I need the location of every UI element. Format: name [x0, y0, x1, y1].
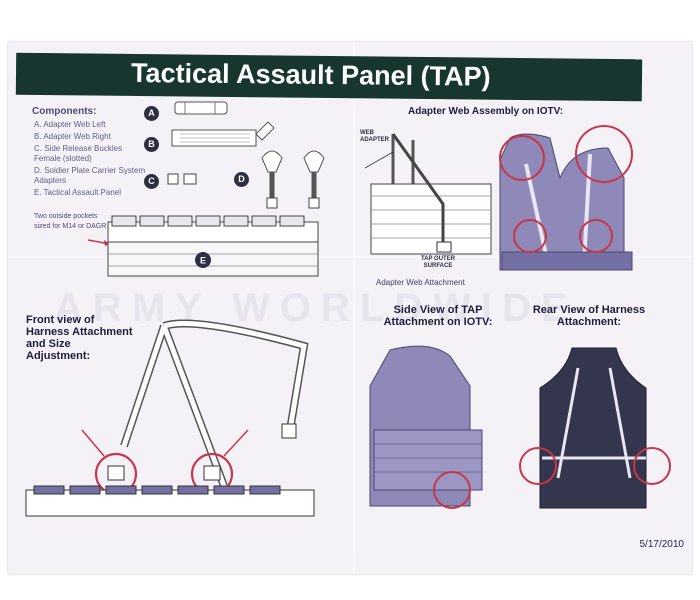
adapter-web-assembly-caption: Adapter Web Assembly on IOTV:	[408, 106, 564, 117]
rear-view-drawing	[519, 347, 671, 509]
tap-outer-surface-label: TAP OUTER SURFACE	[420, 256, 456, 269]
badge-d: D	[234, 172, 249, 187]
fold-crease	[8, 256, 692, 258]
component-item: A. Adapter Web Left	[34, 120, 106, 129]
badge-a: A	[144, 106, 159, 121]
svg-text:E: E	[200, 256, 206, 266]
adapter-web-drawing	[364, 133, 492, 255]
side-view-caption: Side View of TAP Attachment on IOTV:	[383, 304, 493, 328]
component-item: C. Side Release Buckles Female (slotted)	[34, 144, 123, 163]
harness-front-view-drawing	[25, 319, 315, 517]
title-banner: Tactical Assault Panel (TAP)	[15, 52, 643, 102]
page-title: Tactical Assault Panel (TAP)	[130, 57, 491, 92]
plate-carrier-adapters-drawing	[261, 150, 325, 209]
badge-c: C	[144, 174, 159, 189]
instruction-sheet: Tactical Assault Panel (TAP) ARMY WORLDW…	[8, 42, 692, 574]
iotv-vest-drawing	[499, 125, 633, 271]
component-item: B. Adapter Web Right	[34, 132, 111, 141]
side-view-drawing	[369, 345, 483, 509]
component-item: E. Tactical Assault Panel	[34, 188, 122, 197]
watermark-text: ARMY WORLDWIDE	[54, 286, 578, 330]
document-date: 5/17/2010	[639, 539, 685, 550]
component-item: D. Soldier Plate Carrier System Adapters	[34, 166, 146, 185]
badge-b: B	[144, 137, 159, 152]
pocket-note: Two outside pockets sized for M14 or DAG…	[34, 213, 107, 230]
components-heading: Components:	[32, 106, 97, 117]
components-list: A. Adapter Web Left B. Adapter Web Right…	[34, 120, 149, 200]
rear-view-caption: Rear View of Harness Attachment:	[532, 304, 646, 328]
fold-crease	[353, 42, 355, 574]
component-drawings	[167, 101, 275, 185]
web-adapter-label: WEB ADAPTER	[360, 130, 390, 143]
tactical-assault-panel-drawing: E	[87, 215, 319, 277]
adapter-web-attachment-caption: Adapter Web Attachment	[376, 278, 465, 287]
front-view-caption: Front view of Harness Attachment and Siz…	[26, 314, 133, 362]
